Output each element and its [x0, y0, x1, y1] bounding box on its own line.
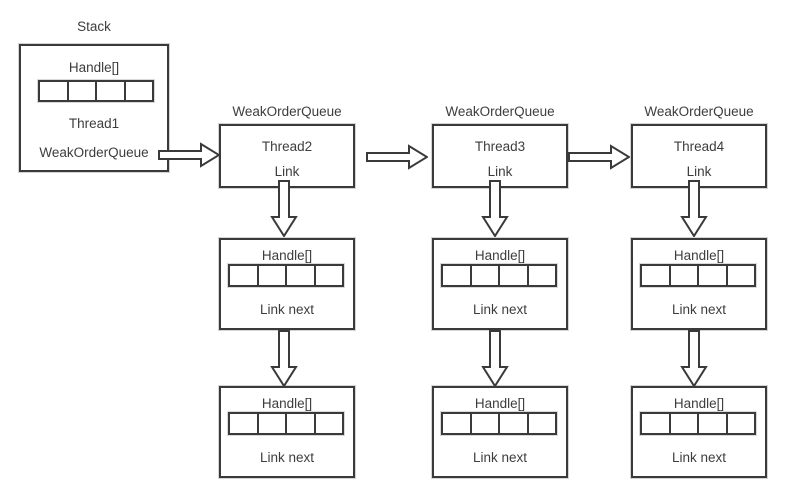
array-cell	[230, 266, 257, 285]
handle-array	[228, 412, 344, 435]
queue-link-label: Link	[487, 164, 513, 179]
array-cell	[469, 266, 499, 285]
arrow-right-icon	[568, 144, 630, 170]
arrow-right-icon	[366, 144, 428, 170]
queue-thread-label: Thread4	[673, 139, 725, 154]
link-next-label: Link next	[259, 450, 315, 465]
handle-node-box: Handle[] Link next	[432, 238, 568, 330]
array-cell	[697, 266, 726, 285]
handle-array	[441, 264, 557, 287]
array-cell	[285, 414, 314, 433]
queue-title: WeakOrderQueue	[644, 104, 754, 119]
array-cell	[443, 414, 470, 433]
link-next-label: Link next	[671, 302, 727, 317]
queue-box-thread4: Thread4 Link	[631, 124, 767, 188]
queue-box-thread2: Thread2 Link	[219, 124, 355, 188]
queue-box-thread3: Thread3 Link	[432, 124, 568, 188]
array-cell	[256, 414, 286, 433]
handle-label: Handle[]	[673, 396, 725, 411]
array-cell	[469, 414, 499, 433]
queue-title: WeakOrderQueue	[445, 104, 555, 119]
array-cell	[668, 266, 698, 285]
handle-node-box: Handle[] Link next	[631, 386, 767, 478]
array-cell	[313, 266, 343, 285]
handle-array	[640, 412, 756, 435]
array-cell	[725, 414, 755, 433]
link-next-label: Link next	[671, 450, 727, 465]
queue-link-label: Link	[686, 164, 712, 179]
queue-thread-label: Thread2	[261, 139, 313, 154]
array-cell	[498, 414, 527, 433]
stack-title: Stack	[77, 19, 111, 34]
queue-link-label: Link	[274, 164, 300, 179]
array-cell	[313, 414, 343, 433]
handle-array	[441, 412, 557, 435]
array-cell	[642, 414, 669, 433]
array-cell	[668, 414, 698, 433]
array-cell	[95, 82, 124, 100]
arrow-down-icon	[680, 180, 708, 237]
array-cell	[725, 266, 755, 285]
arrow-right-icon	[158, 142, 220, 168]
arrow-down-icon	[680, 330, 708, 387]
array-cell	[40, 82, 67, 100]
link-next-label: Link next	[472, 450, 528, 465]
arrow-down-icon	[481, 330, 509, 387]
stack-queue-ref-label: WeakOrderQueue	[39, 145, 149, 160]
array-cell	[498, 266, 527, 285]
handle-label: Handle[]	[673, 248, 725, 263]
array-cell	[285, 266, 314, 285]
link-next-label: Link next	[259, 302, 315, 317]
arrow-down-icon	[270, 330, 298, 387]
array-cell	[642, 266, 669, 285]
handle-array	[640, 264, 756, 287]
array-cell	[123, 82, 153, 100]
handle-node-box: Handle[] Link next	[219, 238, 355, 330]
stack-box: Handle[] Thread1 WeakOrderQueue	[19, 44, 169, 172]
handle-label: Handle[]	[261, 248, 313, 263]
array-cell	[230, 414, 257, 433]
handle-node-box: Handle[] Link next	[631, 238, 767, 330]
queue-thread-label: Thread3	[474, 139, 526, 154]
handle-label: Handle[]	[474, 396, 526, 411]
queue-title: WeakOrderQueue	[232, 104, 342, 119]
stack-thread-label: Thread1	[68, 116, 120, 131]
array-cell	[526, 266, 556, 285]
link-next-label: Link next	[472, 302, 528, 317]
arrow-down-icon	[481, 180, 509, 237]
array-cell	[66, 82, 96, 100]
handle-label: Handle[]	[474, 248, 526, 263]
array-cell	[443, 266, 470, 285]
handle-node-box: Handle[] Link next	[432, 386, 568, 478]
handle-node-box: Handle[] Link next	[219, 386, 355, 478]
arrow-down-icon	[270, 180, 298, 237]
array-cell	[256, 266, 286, 285]
stack-handle-label: Handle[]	[68, 60, 120, 75]
handle-array	[228, 264, 344, 287]
handle-label: Handle[]	[261, 396, 313, 411]
array-cell	[697, 414, 726, 433]
stack-handle-array	[38, 80, 154, 102]
array-cell	[526, 414, 556, 433]
